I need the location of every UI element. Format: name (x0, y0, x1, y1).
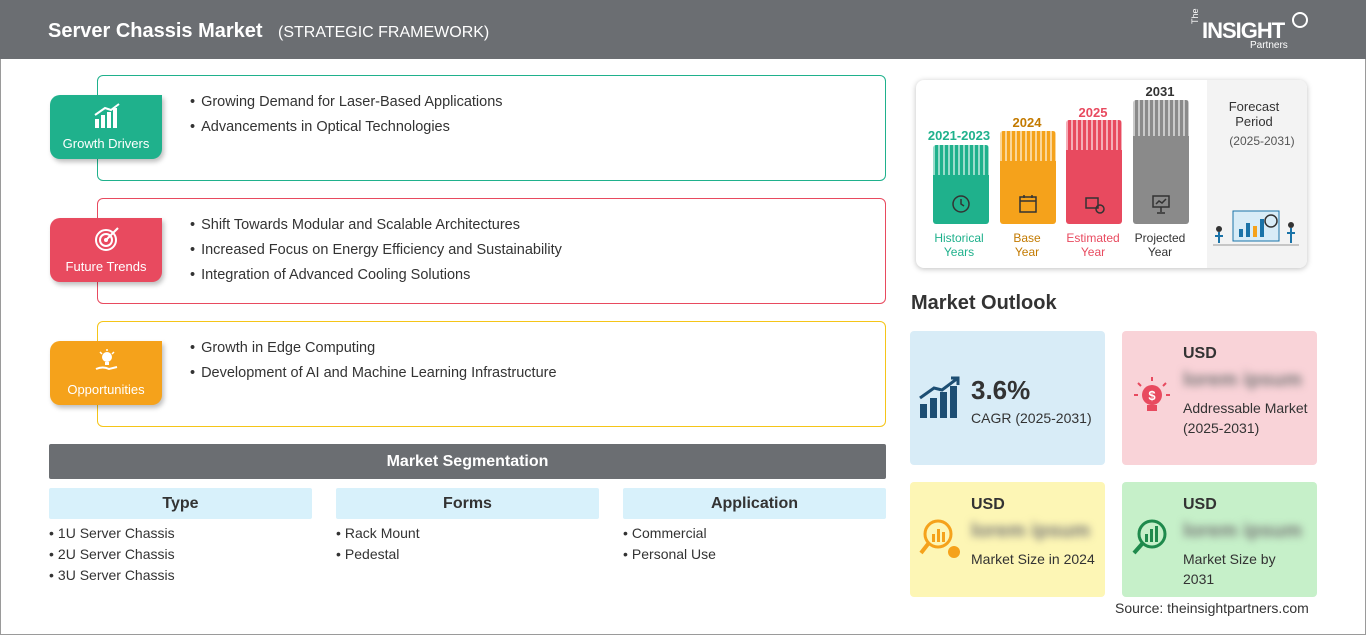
list-item: 2U Server Chassis (49, 546, 312, 562)
segment-application: Application Commercial Personal Use (623, 488, 886, 567)
growth-drivers-list: Growing Demand for Laser-Based Applicati… (190, 94, 503, 144)
opportunities-card: Growth in Edge Computing Development of … (97, 321, 886, 427)
segment-type: Type 1U Server Chassis 2U Server Chassis… (49, 488, 312, 588)
list-item: 1U Server Chassis (49, 525, 312, 541)
size-2024-value: lorem ipsum (971, 520, 1090, 542)
year-base: 2024 (1012, 115, 1042, 130)
market-size-2031-tile: USD lorem ipsum Market Size by 2031 (1122, 482, 1317, 597)
year-projected: 2031 (1145, 84, 1175, 99)
size-2024-label: Market Size in 2024 (971, 551, 1095, 567)
label-historical-2: Years (943, 245, 975, 259)
list-item: Shift Towards Modular and Scalable Archi… (190, 217, 562, 233)
bar-projected (1133, 100, 1189, 224)
future-trends-badge: Future Trends (50, 218, 162, 282)
addressable-market-tile: USD lorem ipsum $ Addressable Market (20… (1122, 331, 1317, 465)
future-trends-list: Shift Towards Modular and Scalable Archi… (190, 217, 562, 292)
page-subtitle: (STRATEGIC FRAMEWORK) (278, 24, 490, 41)
growth-drivers-label: Growth Drivers (62, 136, 150, 151)
target-icon (95, 227, 119, 251)
header-bar: Server Chassis Market (STRATEGIC FRAMEWO… (0, 0, 1366, 59)
year-historical: 2021-2023 (927, 128, 991, 143)
list-item: Personal Use (623, 546, 886, 562)
opportunities-list: Growth in Edge Computing Development of … (190, 340, 557, 390)
opportunities-label: Opportunities (67, 382, 145, 397)
forecast-label-2: Period (1235, 114, 1273, 129)
segment-forms-head: Forms (336, 488, 599, 519)
segment-type-head: Type (49, 488, 312, 519)
list-item: 3U Server Chassis (49, 567, 312, 583)
size-2031-usd: USD (1183, 496, 1217, 513)
lightbulb-hand-icon (95, 349, 118, 371)
label-estimated-2: Year (1080, 245, 1106, 259)
growth-drivers-card: Growing Demand for Laser-Based Applicati… (97, 75, 886, 181)
growth-chart-icon (919, 376, 960, 418)
source-note[interactable]: Source: theinsightpartners.com (1115, 600, 1309, 616)
label-projected-2: Year (1147, 245, 1173, 259)
page-title: Server Chassis Market (48, 20, 263, 42)
svg-text:$: $ (1148, 388, 1156, 403)
list-item: Pedestal (336, 546, 599, 562)
addressable-value: lorem ipsum (1183, 369, 1302, 391)
segment-application-head: Application (623, 488, 886, 519)
list-item: Increased Focus on Energy Efficiency and… (190, 242, 562, 258)
size-2024-usd: USD (971, 496, 1005, 513)
calendar-icon (1019, 195, 1037, 213)
market-outlook-title: Market Outlook (911, 292, 1057, 314)
size-2031-value: lorem ipsum (1183, 520, 1302, 542)
cagr-tile: 3.6% CAGR (2025-2031) (910, 331, 1105, 465)
money-bulb-icon: $ (1134, 377, 1170, 411)
analytics-people-icon (1213, 210, 1299, 246)
list-item: Rack Mount (336, 525, 599, 541)
logo-arc-icon (1292, 12, 1308, 28)
logo-partners: Partners (1250, 40, 1288, 51)
label-historical-1: Historical (934, 231, 984, 245)
future-trends-label: Future Trends (65, 259, 147, 274)
list-item: Development of AI and Machine Learning I… (190, 365, 556, 381)
logo-the: The (1190, 8, 1200, 24)
cagr-label: CAGR (2025-2031) (971, 410, 1092, 426)
magnifier-chart-icon (919, 519, 960, 558)
label-projected-1: Projected (1134, 231, 1186, 245)
year-estimated: 2025 (1078, 105, 1108, 120)
growth-drivers-badge: Growth Drivers (50, 95, 162, 159)
segment-forms: Forms Rack Mount Pedestal (336, 488, 599, 567)
label-base-1: Base (1013, 231, 1041, 245)
opportunities-badge: Opportunities (50, 341, 162, 405)
forecast-label-1: Forecast (1228, 99, 1280, 114)
magnifier-growth-icon (1132, 519, 1167, 555)
list-item: Integration of Advanced Cooling Solution… (190, 267, 562, 283)
estimate-icon (1085, 197, 1105, 214)
logo-insight: INSIGHT (1202, 18, 1285, 43)
list-item: Advancements in Optical Technologies (190, 119, 503, 135)
bar-historical (933, 145, 989, 224)
label-estimated-1: Estimated (1066, 231, 1120, 245)
size-2031-label: Market Size by 2031 (1183, 551, 1276, 587)
bar-growth-icon (94, 103, 120, 128)
history-clock-icon (952, 195, 970, 213)
addressable-label: Addressable Market (2025-2031) (1183, 400, 1308, 436)
forecast-label-3: (2025-2031) (1229, 134, 1295, 148)
label-base-2: Year (1014, 245, 1040, 259)
market-segmentation-bar: Market Segmentation (49, 444, 886, 479)
list-item: Commercial (623, 525, 886, 541)
presentation-chart-icon (1152, 195, 1170, 214)
bar-estimated (1066, 120, 1122, 224)
list-item: Growth in Edge Computing (190, 340, 557, 356)
market-size-2024-tile: USD lorem ipsum Market Size in 2024 (910, 482, 1105, 597)
bar-base (1000, 131, 1056, 224)
cagr-value: 3.6% (971, 375, 1031, 405)
insight-partners-logo[interactable]: The INSIGHT Partners (1190, 8, 1310, 54)
list-item: Growing Demand for Laser-Based Applicati… (190, 94, 502, 110)
addressable-usd: USD (1183, 345, 1217, 362)
future-trends-card: Shift Towards Modular and Scalable Archi… (97, 198, 886, 304)
